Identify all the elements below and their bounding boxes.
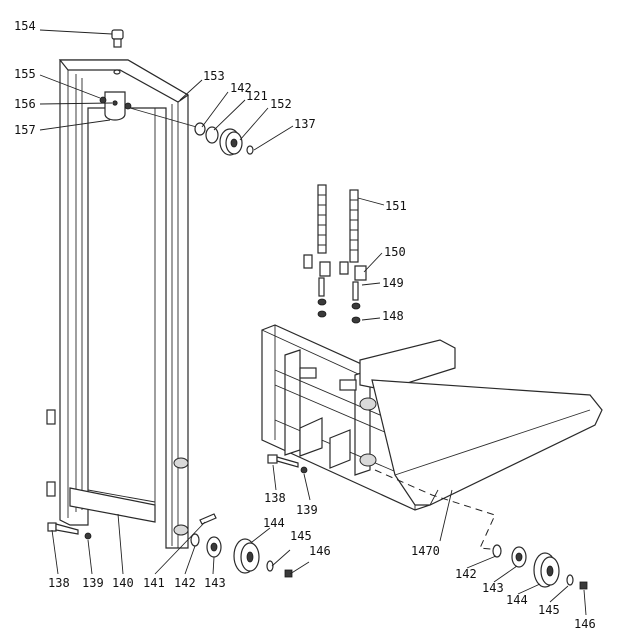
label-154: 154 (14, 19, 36, 33)
bolt-154 (111, 29, 124, 75)
label-156: 156 (14, 97, 36, 111)
label-152: 152 (270, 97, 292, 111)
label-146-right: 146 (574, 617, 596, 631)
label-151: 151 (385, 199, 407, 213)
label-143-bottom: 143 (204, 576, 226, 590)
label-141: 141 (143, 576, 165, 590)
label-121: 121 (246, 89, 268, 103)
dashed-guide (374, 469, 501, 551)
label-138-carriage: 138 (264, 491, 286, 505)
label-137: 137 (294, 117, 316, 131)
right-wheel-set (492, 544, 588, 590)
top-roller-assembly (129, 107, 254, 156)
label-145-right: 145 (538, 603, 560, 617)
label-139-carriage: 139 (296, 503, 318, 517)
label-155: 155 (14, 67, 36, 81)
label-1470: 1470 (411, 544, 440, 558)
carriage-bolt-set (267, 454, 308, 474)
leader-lines (39, 29, 587, 616)
label-144-left: 144 (263, 516, 285, 530)
label-150: 150 (384, 245, 406, 259)
chain-assembly (303, 184, 367, 324)
label-149: 149 (382, 276, 404, 290)
label-142-top: 142 (230, 81, 252, 95)
label-142-bottom: 142 (174, 576, 196, 590)
label-157: 157 (14, 123, 36, 137)
label-138-bottom: 138 (48, 576, 70, 590)
label-153: 153 (203, 69, 225, 83)
label-145-left: 145 (290, 529, 312, 543)
label-142-right: 142 (455, 567, 477, 581)
label-144-right: 144 (506, 593, 528, 607)
label-139-bottom: 139 (82, 576, 104, 590)
left-wheel-set (47, 513, 293, 578)
part-labels: 154 155 156 157 153 142 121 152 137 151 … (14, 19, 596, 631)
label-146-left: 146 (309, 544, 331, 558)
label-148: 148 (382, 309, 404, 323)
mast-frame (46, 59, 190, 549)
label-140: 140 (112, 576, 134, 590)
label-143-right: 143 (482, 581, 504, 595)
